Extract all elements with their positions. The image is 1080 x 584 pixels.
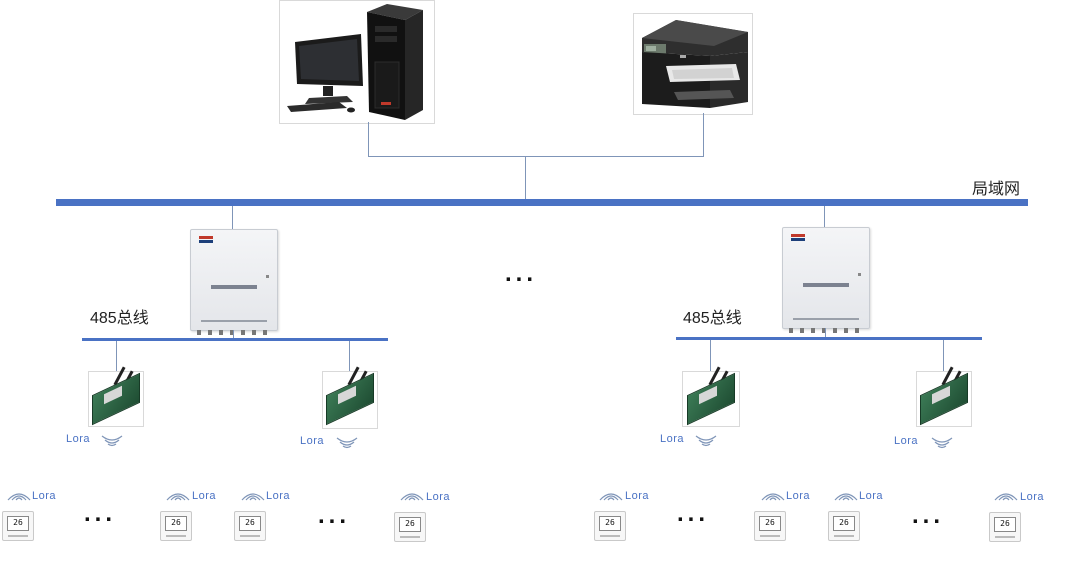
lora-gateway-icon (322, 366, 376, 426)
wifi-signal-icon (994, 493, 1018, 501)
thermostat-reading: 26 (239, 516, 261, 531)
wifi-signal-icon (241, 493, 265, 501)
thermostat-icon: 26 (989, 512, 1021, 542)
thermostat-icon: 26 (828, 511, 860, 541)
lora-label: Lora (66, 433, 91, 445)
bus-bar-right (676, 337, 982, 340)
ellipsis: ... (677, 500, 710, 527)
computer-connector (368, 122, 369, 156)
printer-connector (703, 113, 704, 156)
wifi-signal-icon (931, 437, 953, 449)
wifi-signal-icon (7, 493, 31, 501)
data-collector-cabinet-icon (782, 227, 870, 333)
right-gw2-drop (943, 340, 944, 371)
thermostat-icon: 26 (160, 511, 192, 541)
left-collector-drop (232, 206, 233, 229)
wifi-signal-icon (761, 493, 785, 501)
right-collector-bus-drop (825, 328, 826, 337)
ellipsis: ... (912, 502, 945, 529)
lan-uplink (525, 156, 526, 199)
left-collector-bus-drop (233, 330, 234, 338)
lora-label: Lora (426, 491, 451, 503)
bus-bar-left (82, 338, 388, 341)
wifi-signal-icon (166, 493, 190, 501)
ellipsis-center: ... (505, 260, 538, 287)
right-collector-drop (824, 206, 825, 227)
thermostat-reading: 26 (599, 516, 621, 531)
wifi-signal-icon (336, 437, 358, 449)
thermostat-icon: 26 (394, 512, 426, 542)
thermostat-icon: 26 (2, 511, 34, 541)
lora-label: Lora (625, 490, 650, 502)
thermostat-icon: 26 (594, 511, 626, 541)
thermostat-reading: 26 (759, 516, 781, 531)
lora-label: Lora (192, 490, 217, 502)
lora-label: Lora (786, 490, 811, 502)
right-gw1-drop (710, 340, 711, 371)
lan-label: 局域网 (972, 181, 1021, 198)
thermostat-reading: 26 (994, 517, 1016, 532)
ellipsis: ... (318, 502, 351, 529)
lora-gateway-icon (916, 366, 970, 426)
thermostat-reading: 26 (7, 516, 29, 531)
lora-label: Lora (894, 435, 919, 447)
lora-gateway-icon (88, 366, 142, 426)
lora-gateway-icon (683, 366, 737, 426)
wifi-signal-icon (599, 493, 623, 501)
ellipsis: ... (84, 500, 117, 527)
lora-label: Lora (1020, 491, 1045, 503)
bus-label-left: 485总线 (90, 310, 149, 327)
thermostat-icon: 26 (234, 511, 266, 541)
top-connector-horizontal (368, 156, 704, 157)
wifi-signal-icon (834, 493, 858, 501)
thermostat-reading: 26 (399, 517, 421, 532)
wifi-signal-icon (101, 435, 123, 447)
thermostat-icon: 26 (754, 511, 786, 541)
data-collector-cabinet-icon (190, 229, 278, 335)
lora-label: Lora (300, 435, 325, 447)
lora-label: Lora (859, 490, 884, 502)
thermostat-reading: 26 (165, 516, 187, 531)
lora-label: Lora (32, 490, 57, 502)
lora-label: Lora (660, 433, 685, 445)
lora-label: Lora (266, 490, 291, 502)
wifi-signal-icon (400, 493, 424, 501)
desktop-computer-icon (287, 4, 423, 120)
thermostat-reading: 26 (833, 516, 855, 531)
left-gw1-drop (116, 341, 117, 371)
bus-label-right: 485总线 (683, 310, 742, 327)
lan-bar (56, 199, 1028, 206)
wifi-signal-icon (695, 435, 717, 447)
printer-icon (642, 20, 748, 108)
left-gw2-drop (349, 341, 350, 371)
